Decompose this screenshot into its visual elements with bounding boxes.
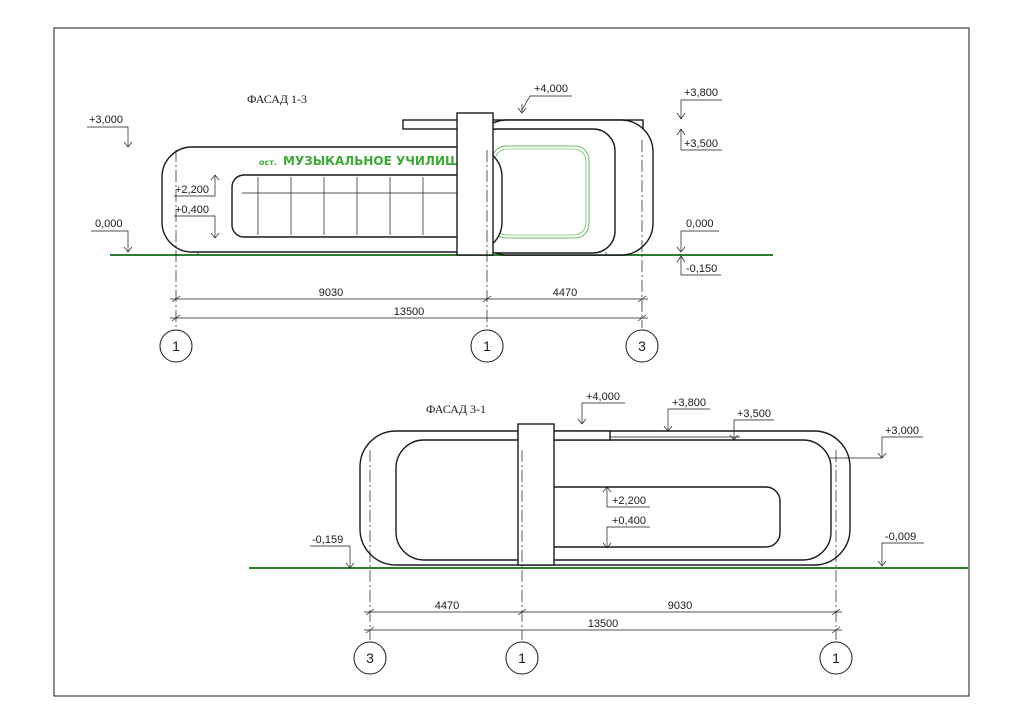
svg-text:+3,500: +3,500 xyxy=(684,138,718,150)
axis-bubble-1b: 1 xyxy=(470,329,504,363)
svg-text:+3,000: +3,000 xyxy=(89,114,123,126)
level-mark-2-plus2200: +2,200 xyxy=(602,486,650,508)
level-mark-2-plus4000: +4,000 xyxy=(577,391,625,425)
level-mark-plus3500: +3,500 xyxy=(676,128,722,151)
svg-text:+0,400: +0,400 xyxy=(175,204,209,216)
svg-text:0,000: 0,000 xyxy=(95,218,123,230)
level-mark-plus3000: +3,000 xyxy=(87,114,133,148)
level-mark-plus3800: +3,800 xyxy=(676,87,722,120)
level-mark-zero-right: 0,000 xyxy=(676,218,719,253)
svg-text:-0,159: -0,159 xyxy=(312,534,343,546)
facade-3-1: ФАСАД 3-1 +4,000 +3,800 +3 xyxy=(249,391,968,675)
svg-text:+0,400: +0,400 xyxy=(612,515,646,527)
level-mark-2-minus0159: -0,159 xyxy=(310,534,355,569)
glazing-panel-2 xyxy=(539,486,781,548)
facade-1-title: ФАСАД 1-3 xyxy=(247,92,307,106)
svg-text:-0,150: -0,150 xyxy=(686,263,717,275)
glazing-mullions-1 xyxy=(242,177,462,235)
svg-text:0,000: 0,000 xyxy=(686,218,714,230)
level-mark-2-plus3800: +3,800 xyxy=(663,397,710,432)
svg-text:3: 3 xyxy=(638,338,646,354)
svg-text:-0,009: -0,009 xyxy=(885,531,916,543)
dim-4470-2: 4470 xyxy=(435,600,459,612)
svg-text:+3,800: +3,800 xyxy=(684,87,718,99)
svg-text:1: 1 xyxy=(832,650,840,666)
dim-9030-1: 9030 xyxy=(319,287,343,299)
axis-bubble-1a: 1 xyxy=(159,329,193,363)
level-mark-2-plus3000: +3,000 xyxy=(830,425,923,459)
level-mark-2-plus0400: +0,400 xyxy=(602,515,650,549)
svg-text:3: 3 xyxy=(366,650,374,666)
svg-text:+2,200: +2,200 xyxy=(612,495,646,507)
dimension-chain-2: 4470 9030 13500 xyxy=(364,600,842,634)
svg-text:+3,800: +3,800 xyxy=(672,397,706,409)
glazing-panel-1 xyxy=(231,174,473,238)
level-mark-2-plus3500: +3,500 xyxy=(729,408,774,441)
svg-text:+4,000: +4,000 xyxy=(534,83,568,95)
level-mark-minus0150: -0,150 xyxy=(676,255,721,276)
level-mark-plus0400: +0,400 xyxy=(174,204,220,239)
sheet-frame xyxy=(53,27,970,697)
central-pylon-2 xyxy=(517,423,555,566)
dim-4470-1: 4470 xyxy=(553,287,577,299)
svg-text:1: 1 xyxy=(518,650,526,666)
dim-9030-2: 9030 xyxy=(668,600,692,612)
svg-text:+3,000: +3,000 xyxy=(885,425,919,437)
dim-13500-1: 13500 xyxy=(394,306,425,318)
dimension-chain-1: 9030 4470 13500 xyxy=(170,287,648,322)
sign-prefix: ост. xyxy=(259,158,277,167)
axis-bubble-1c: 3 xyxy=(625,329,659,363)
level-mark-2-minus0009: -0,009 xyxy=(877,531,924,567)
axis-bubble-2c: 1 xyxy=(819,641,853,675)
svg-text:1: 1 xyxy=(172,338,180,354)
sign-text: МУЗЫКАЛЬНОЕ УЧИЛИЩЕ xyxy=(283,154,469,168)
axis-bubble-2a: 3 xyxy=(353,641,387,675)
facade-2-title: ФАСАД 3-1 xyxy=(426,402,486,416)
svg-text:+2,200: +2,200 xyxy=(175,184,209,196)
level-mark-zero-left: 0,000 xyxy=(91,218,133,253)
dim-13500-2: 13500 xyxy=(588,618,619,630)
facade-1-3: ФАСАД 1-3 ост. МУЗЫКАЛЬНОЕ УЧИЛИЩЕ xyxy=(87,83,773,363)
central-pylon-1 xyxy=(456,112,494,256)
svg-text:+3,500: +3,500 xyxy=(737,408,771,420)
level-mark-plus4000: +4,000 xyxy=(517,83,572,114)
svg-text:+4,000: +4,000 xyxy=(586,391,620,403)
axis-bubble-2b: 1 xyxy=(505,641,539,675)
svg-text:1: 1 xyxy=(483,338,491,354)
level-mark-plus2200: +2,200 xyxy=(174,174,220,197)
